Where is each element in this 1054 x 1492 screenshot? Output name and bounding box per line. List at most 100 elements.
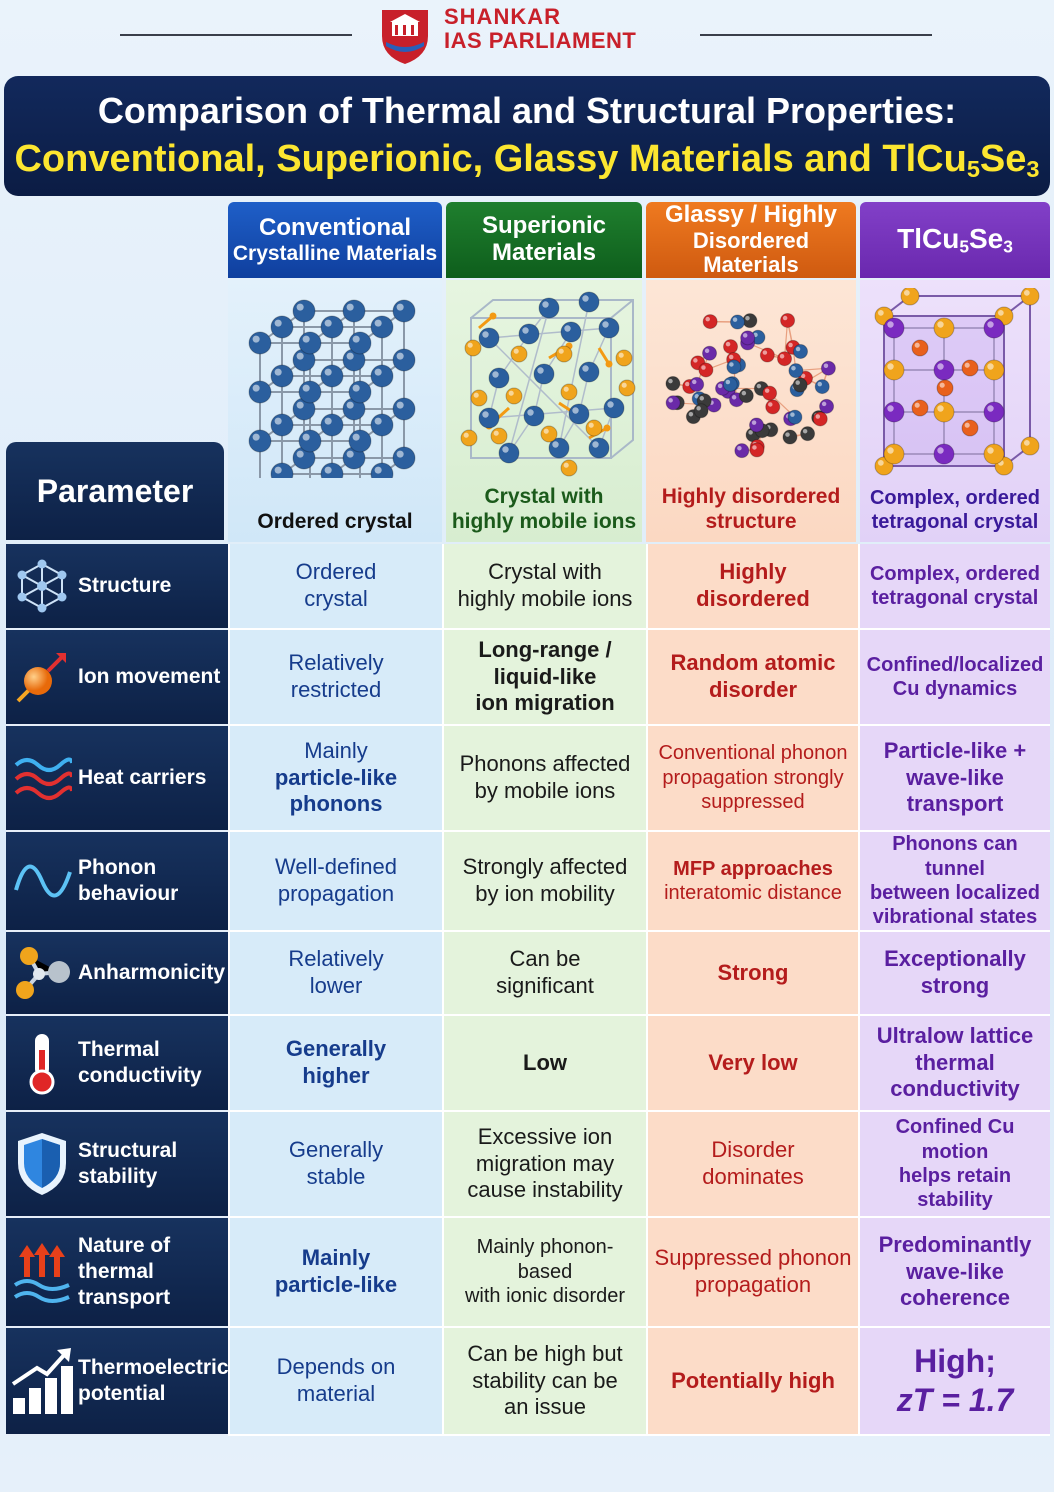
atom — [961, 419, 979, 437]
atom — [578, 291, 600, 313]
atom-highlight — [987, 321, 994, 328]
atom — [734, 443, 750, 459]
column-header-tlcu5se3: TlCu5Se3 — [860, 202, 1050, 278]
atom-highlight — [782, 315, 788, 321]
atom-highlight — [352, 433, 360, 441]
atom-highlight — [903, 289, 910, 296]
atom-highlight — [296, 450, 304, 458]
atom-highlight — [508, 390, 514, 396]
atom — [578, 361, 600, 383]
row-label-text: Ion movement — [78, 664, 221, 688]
atom-highlight — [582, 365, 589, 372]
atom-highlight — [937, 405, 944, 412]
atom-highlight — [701, 365, 706, 370]
atom-highlight — [396, 401, 404, 409]
atom-highlight — [302, 384, 310, 392]
atom-highlight — [725, 341, 731, 347]
atom-highlight — [346, 303, 354, 311]
atom-highlight — [324, 319, 332, 327]
row-label: Structure — [6, 544, 228, 630]
atom — [342, 299, 366, 323]
row-label-text: stability — [78, 1165, 158, 1188]
atom-highlight — [668, 378, 673, 384]
atom — [270, 315, 294, 339]
atom — [392, 397, 416, 421]
atom — [248, 429, 272, 453]
atom — [933, 401, 955, 423]
sine-wave-icon — [6, 854, 78, 908]
atom-highlight — [694, 394, 700, 399]
atom — [370, 462, 394, 478]
atom-highlight — [914, 342, 920, 348]
atom-highlight — [374, 417, 382, 425]
atom — [618, 379, 636, 397]
atom — [782, 429, 798, 445]
atom — [738, 388, 754, 404]
bond — [488, 327, 610, 339]
atom — [348, 331, 372, 355]
row-label-text: Phonon behaviour — [78, 855, 179, 905]
atom-highlight — [296, 352, 304, 360]
atom — [911, 339, 929, 357]
atom-highlight — [939, 382, 945, 388]
brand-name: SHANKAR IAS PARLIAMENT — [444, 6, 636, 52]
arrow-head — [605, 360, 613, 368]
atom-highlight — [887, 405, 894, 412]
atom — [370, 364, 394, 388]
row-label-text: Nature of — [78, 1233, 171, 1257]
atom-highlight — [274, 466, 282, 474]
atom — [702, 314, 718, 330]
atom — [765, 399, 781, 415]
atom — [814, 379, 830, 395]
atom-highlight — [795, 380, 800, 385]
atom-highlight — [937, 363, 944, 370]
atom-highlight — [346, 401, 354, 409]
atom-highlight — [346, 450, 354, 458]
brand-line2: IAS PARLIAMENT — [444, 28, 637, 53]
atom-highlight — [937, 447, 944, 454]
atom-highlight — [790, 412, 795, 417]
atom-highlight — [752, 445, 757, 450]
atom — [883, 317, 905, 339]
row-label-text: Structure — [78, 573, 172, 597]
atom — [749, 442, 765, 458]
atom — [498, 442, 520, 464]
atom-highlight — [717, 383, 723, 389]
atom-highlight — [742, 333, 748, 338]
atom-highlight — [274, 319, 282, 327]
atom-highlight — [542, 301, 549, 308]
atom — [370, 413, 394, 437]
divider-left — [120, 34, 352, 36]
atom — [983, 317, 1005, 339]
atom-highlight — [296, 303, 304, 311]
atom-highlight — [482, 331, 489, 338]
atom — [585, 419, 603, 437]
atom — [740, 330, 756, 346]
atom-highlight — [887, 321, 894, 328]
atom — [883, 401, 905, 423]
arrow-head — [489, 312, 497, 320]
row-label-text: Thermoelectric — [78, 1355, 229, 1379]
atom-highlight — [692, 379, 697, 385]
atom — [726, 359, 742, 375]
atom-highlight — [764, 388, 770, 393]
atom — [470, 389, 488, 407]
atom — [749, 417, 765, 433]
row-label: Ion movement — [6, 630, 228, 726]
atom-highlight — [537, 367, 544, 374]
atom — [523, 405, 545, 427]
atom-highlight — [987, 405, 994, 412]
bond — [488, 407, 615, 419]
